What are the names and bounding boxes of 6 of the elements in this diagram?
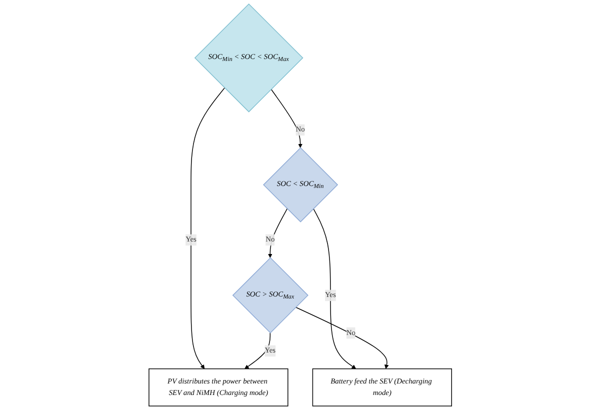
arrow <box>270 88 302 148</box>
arrow <box>312 208 356 369</box>
arrow <box>295 306 388 369</box>
arrow <box>190 87 225 369</box>
arrow <box>244 332 270 369</box>
arrow <box>268 208 288 258</box>
